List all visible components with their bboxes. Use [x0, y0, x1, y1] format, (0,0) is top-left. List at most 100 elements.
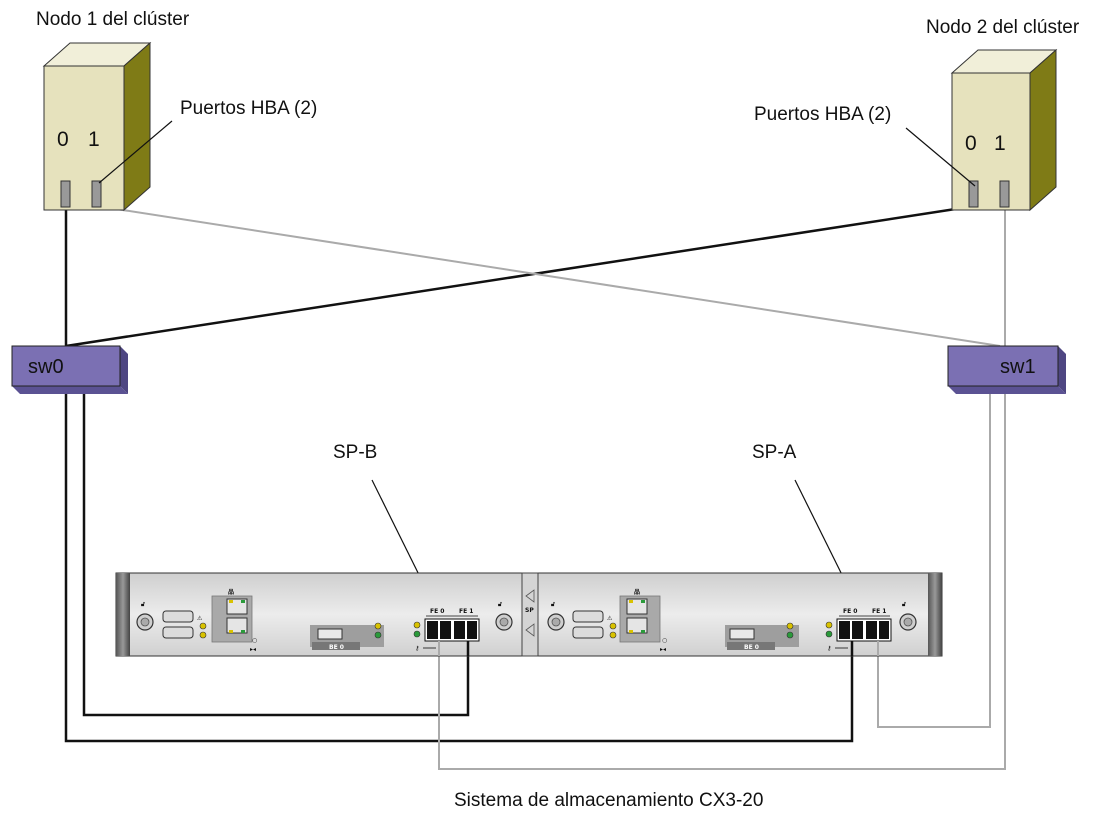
sp-a-be-port	[729, 628, 755, 640]
node-1-side	[123, 41, 151, 212]
sp-a-eth-led-3	[629, 630, 633, 633]
sp-divider	[521, 572, 539, 657]
storage-caption: Sistema de almacenamiento CX3-20	[454, 790, 763, 811]
node-2-hba-port-1	[999, 180, 1010, 208]
node-2-hba-label: Puertos HBA (2)	[754, 104, 891, 125]
sp-a-ethernet-2	[626, 617, 648, 634]
node-2-side	[1029, 48, 1057, 212]
switch-sw1: sw1	[947, 345, 1066, 394]
sp-a-fe0-port-a	[839, 621, 850, 639]
sw0-depth	[12, 386, 128, 394]
sp-b-serial-port-1	[162, 610, 194, 623]
cable-sw0-spb	[82, 392, 470, 717]
sp-b-fe0-port-b	[440, 621, 451, 639]
cable-sw0-spa	[64, 392, 854, 743]
sp-divider-arrow-down	[525, 623, 535, 637]
sp-a-thumbscrew-left-inner	[551, 617, 561, 627]
sp-a-fe1-label: FE 1	[872, 608, 886, 615]
node-2-port-label-0: 0	[965, 132, 977, 155]
sp-a-connector-icon: ▸◂	[660, 646, 666, 653]
sp-a-warning-icon: ⚠	[607, 615, 613, 622]
sp-b-network-icon: 品	[228, 588, 234, 596]
sp-a-module: 🔓︎ ⚠ 品 ○ ▸◂ BE 0 FE 0 FE 1	[547, 588, 917, 653]
sp-a-fe1-port-b	[879, 621, 889, 639]
node-2-front	[951, 72, 1031, 211]
cluster-node-1: Nodo 1 del clúster 0 1 Puertos HBA (2)	[36, 9, 317, 212]
sp-b-led-yellow-2	[199, 631, 207, 639]
sp-a-eth-led-4	[641, 630, 645, 633]
sp-b-reset-icon: ○	[252, 637, 257, 644]
sp-a-led-mid-yellow	[786, 622, 794, 630]
sp-b-eth-led-1	[229, 600, 233, 603]
sp-b-thumbscrew-right-inner	[499, 617, 509, 627]
chassis-rail-left	[116, 573, 130, 656]
sp-b-fe1-port-a	[454, 621, 465, 639]
sp-b-fe0-label: FE 0	[430, 608, 444, 615]
node-1-port-label-1: 1	[88, 128, 100, 151]
sp-a-key-icon: ⚷	[827, 645, 831, 652]
sp-a-be-label: BE 0	[744, 644, 759, 651]
sp-b-led-mid-green	[374, 631, 382, 639]
sp-a-unlock-icon-right: 🔓︎	[902, 601, 906, 608]
sp-a-serial-port-1	[572, 610, 604, 623]
sw1-depth	[948, 386, 1066, 394]
switch-sw0: sw0	[11, 345, 128, 394]
sw1-body	[947, 345, 1059, 387]
sp-b-fe0-port-a	[427, 621, 438, 639]
sp-b-fe1-label: FE 1	[459, 608, 473, 615]
sp-a-fe0-port-b	[852, 621, 863, 639]
sw0-body	[11, 345, 121, 387]
sp-b-eth-led-2	[241, 600, 245, 603]
cable-sw1-spa	[877, 392, 991, 728]
sp-a-thumbscrew-right-inner	[903, 617, 913, 627]
sp-a-fe-frame	[836, 618, 892, 642]
sp-b-eth-led-3	[229, 630, 233, 633]
sw1-label: sw1	[1000, 356, 1036, 378]
sw0-depth-side	[120, 346, 128, 394]
sp-b-unlock-icon-left: 🔓︎	[141, 601, 145, 608]
node-1-hba-port-0	[60, 180, 71, 208]
storage-system: SP 🔓︎ ⚠ 品 ○ ▸◂ BE 0	[115, 572, 943, 657]
node-1-port-label-0: 0	[57, 128, 69, 151]
node-1-hba-port-1	[91, 180, 102, 208]
sp-b-thumbscrew-left-inner	[140, 617, 150, 627]
sw0-label: sw0	[28, 356, 64, 378]
cable-stubs	[438, 641, 879, 656]
sp-divider-mark: SP	[525, 607, 534, 614]
node-2-port-label-1: 1	[994, 132, 1006, 155]
cable-node2-sw0	[65, 204, 976, 348]
cluster-node-2: Nodo 2 del clúster 0 1 Puertos HBA (2)	[754, 17, 1080, 212]
sp-b-connector-icon: ▸◂	[250, 646, 256, 653]
sp-a-unlock-icon-left: 🔓︎	[551, 601, 555, 608]
sp-b-be-port	[317, 628, 343, 640]
sp-a-eth-led-1	[629, 600, 633, 603]
sp-a-serial-port-2	[572, 626, 604, 639]
node-1-hba-label: Puertos HBA (2)	[180, 98, 317, 119]
sp-b-fe-frame	[424, 618, 480, 642]
sp-a-fe1-port-a	[866, 621, 877, 639]
sp-b-fe1-port-b	[467, 621, 477, 639]
sp-b-led-mid-yellow	[374, 622, 382, 630]
sp-a-network-icon: 品	[634, 588, 640, 596]
sp-b-key-icon: ⚷	[415, 645, 419, 652]
sw1-depth-side	[1058, 346, 1066, 394]
sp-a-reset-icon: ○	[662, 637, 667, 644]
sp-a-led-yellow-2	[609, 631, 617, 639]
sp-a-led-yellow-1	[609, 622, 617, 630]
cable-sw1-spb	[438, 392, 1006, 770]
sp-a-be-bar	[727, 642, 775, 650]
sp-b-be-label: BE 0	[329, 644, 344, 651]
sp-a-led-mid-green	[786, 631, 794, 639]
sp-b-ethernet-2	[226, 617, 248, 634]
sp-b-led-yellow-1	[199, 622, 207, 630]
node-1-hba-callout	[98, 120, 173, 184]
cables	[64, 204, 1006, 770]
sp-a-fe0-label: FE 0	[843, 608, 857, 615]
node-1-front	[43, 65, 125, 211]
sp-b-fe-led-green	[413, 630, 421, 638]
sp-b-unlock-icon-right: 🔓︎	[498, 601, 502, 608]
node-1-title: Nodo 1 del clúster	[36, 9, 190, 30]
sp-b-fe-led-yellow	[413, 621, 421, 629]
node-2-hba-callout	[905, 127, 976, 187]
